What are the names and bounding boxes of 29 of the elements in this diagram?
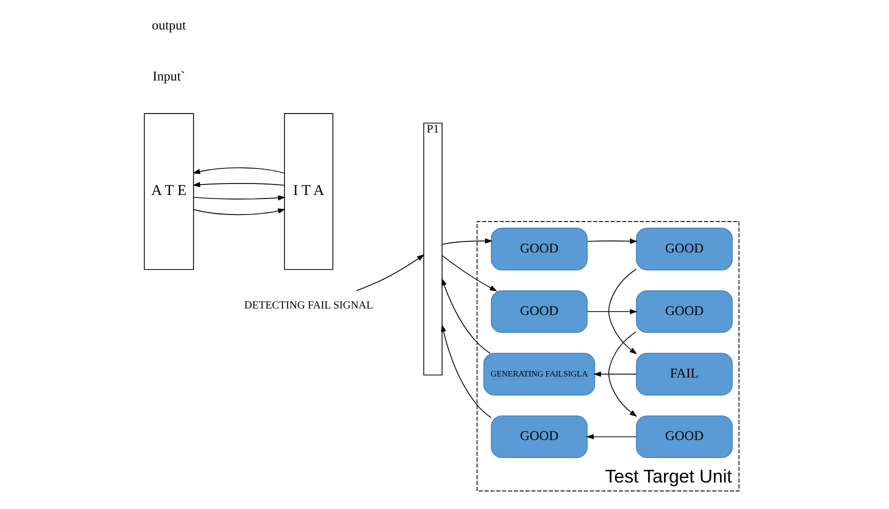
node-text: DETECTING FAIL SIGNAL (244, 300, 372, 312)
arrow (356, 254, 424, 292)
node-box: GOOD (635, 290, 732, 333)
node-box: GOOD (490, 415, 588, 458)
arrow (592, 372, 636, 377)
arrow (608, 331, 637, 417)
arrow (440, 324, 492, 418)
arrow (586, 238, 637, 244)
arrow (441, 255, 497, 292)
arrow (586, 434, 636, 440)
node-box: GOOD (635, 228, 732, 270)
label: output (151, 18, 186, 33)
arrow (608, 268, 637, 354)
node-box: GOOD (490, 228, 588, 270)
arrow (192, 195, 286, 200)
arrow (441, 278, 490, 354)
node-box: P1 (422, 122, 442, 376)
node-box: GENERATING FAILSIGLA (482, 352, 595, 396)
node-box: I T A (284, 113, 333, 270)
arrow (192, 182, 284, 188)
arrow (192, 208, 285, 216)
node-box: GOOD (635, 415, 732, 458)
node-box: A T E (143, 113, 194, 270)
arrow (441, 238, 492, 245)
arrow (192, 167, 284, 174)
node-box: FAIL (635, 352, 732, 396)
node-box: GOOD (490, 290, 588, 333)
label: Input` (152, 68, 185, 84)
arrow (586, 309, 637, 314)
